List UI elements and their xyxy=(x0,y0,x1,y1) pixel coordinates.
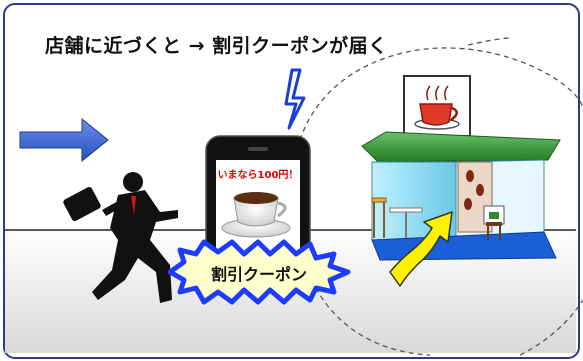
curved-arrow-icon xyxy=(389,211,453,287)
coffee-cup-icon xyxy=(221,192,291,238)
diagram-title: 店舗に近づくと → 割引クーポンが届く xyxy=(45,34,388,57)
proximity-circle-top xyxy=(299,47,583,141)
proximity-circle-title-tail xyxy=(467,37,511,46)
right-arrow-icon xyxy=(19,117,109,163)
proximity-circle-right xyxy=(519,299,583,356)
walking-businessman-icon xyxy=(63,172,178,303)
shop-icon xyxy=(361,75,561,261)
proximity-circle-bottom xyxy=(311,279,431,356)
title-box: 店舗に近づくと → 割引クーポンが届く xyxy=(45,27,388,61)
coupon-burst xyxy=(167,239,351,305)
coupon-label: 割引クーポン xyxy=(211,265,307,284)
phone-banner-text: いまなら100円！ xyxy=(218,169,299,181)
lightning-icon xyxy=(284,68,306,130)
